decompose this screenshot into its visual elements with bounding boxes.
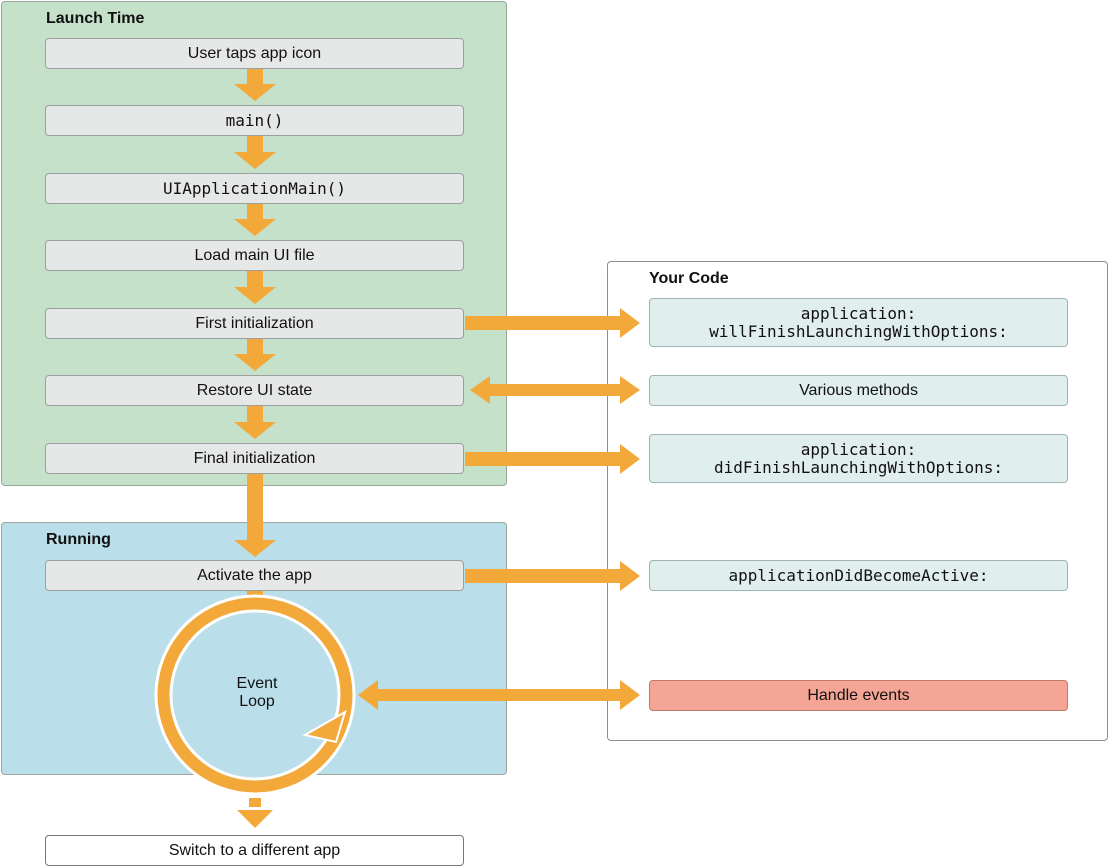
launch-time-title: Launch Time [46,10,145,27]
step-user-taps: User taps app icon [45,38,464,69]
did-finish-line1: application: [800,439,917,459]
will-finish-line1: application: [800,303,917,323]
dash-arrowhead [237,810,273,828]
will-finish-box: application: willFinishLaunchingWithOpti… [649,298,1068,347]
running-title: Running [46,531,111,548]
event-loop-line1: Event [236,675,278,692]
did-finish-line2: didFinishLaunchingWithOptions: [714,457,1003,477]
step-activate-app: Activate the app [45,560,464,591]
switch-app-box: Switch to a different app [45,835,464,866]
step-first-init: First initialization [45,308,464,339]
did-finish-box: application: didFinishLaunchingWithOptio… [649,434,1068,483]
dash-3 [249,798,261,807]
step-load-main-ui: Load main UI file [45,240,464,271]
event-loop-line2: Loop [239,693,275,710]
will-finish-line2: willFinishLaunchingWithOptions: [709,321,1008,341]
handle-events-box: Handle events [649,680,1068,711]
step-restore-ui: Restore UI state [45,375,464,406]
step-uiapplicationmain: UIApplicationMain() [45,173,464,204]
did-become-active-box: applicationDidBecomeActive: [649,560,1068,591]
dash-2 [249,780,261,793]
step-final-init: Final initialization [45,443,464,474]
step-main: main() [45,105,464,136]
various-methods-box: Various methods [649,375,1068,406]
your-code-title: Your Code [649,270,729,287]
event-loop-label: Event Loop [207,675,307,711]
